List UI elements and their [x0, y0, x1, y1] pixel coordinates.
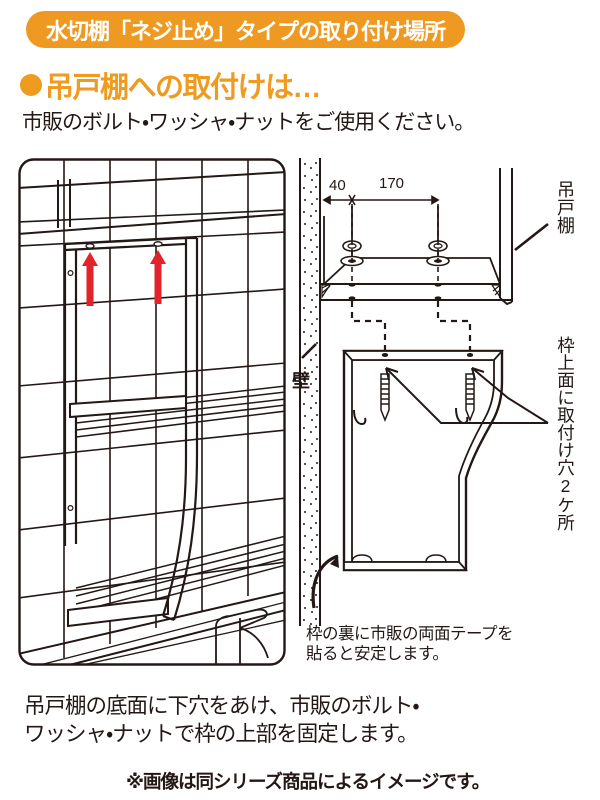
tape-note-line2: 貼ると安定します。	[306, 645, 449, 664]
filled-circle-bullet-icon	[20, 74, 42, 96]
tape-arrow	[311, 554, 339, 609]
hole-leader-lines	[385, 367, 549, 424]
red-arrow-right	[150, 250, 166, 304]
kitchen-shelf-illustration	[18, 158, 286, 666]
wall-section	[299, 158, 321, 626]
header-pill-title: 水切棚「ネジ止め」タイプの取り付け場所	[26, 11, 466, 48]
label-wall: 壁	[290, 371, 310, 389]
label-cupboard: 吊戸棚	[555, 180, 575, 234]
footer-caption: 吊戸棚の底面に下穴をあけ、市販のボルト・ ワッシャ・ナットで枠の上部を固定します…	[24, 692, 420, 749]
tape-note: 枠の裏に市販の両面テープを 貼ると安定します。	[306, 624, 514, 664]
illustration-border	[18, 158, 286, 666]
section-heading-label: 吊戸棚への取付けは…	[45, 72, 322, 104]
footer-caption-line2: ワッシャ・ナットで枠の上部を固定します。	[24, 722, 419, 747]
section-subtitle: 市販のボルト・ワッシャ・ナットをご使用ください。	[22, 111, 475, 134]
section-heading: 吊戸棚への取付けは…	[20, 64, 322, 106]
screw-left	[380, 373, 390, 423]
dimension-40: 40	[329, 177, 346, 194]
cupboard-mounting-diagram	[319, 168, 549, 306]
screw-right	[465, 373, 475, 423]
header-pill-label: 水切棚「ネジ止め」タイプの取り付け場所	[46, 18, 446, 44]
dimension-line	[322, 194, 440, 206]
hook-left	[353, 409, 367, 426]
footer-note: ※画像は同シリーズ商品によるイメージです。	[126, 771, 490, 792]
red-arrow-left	[82, 252, 98, 306]
cupboard-leader-line	[514, 222, 549, 252]
wall-leader-line	[301, 343, 317, 359]
technical-drawings: 40 170	[299, 158, 549, 626]
label-mounting-holes: 枠上面に取付け穴2ケ所	[555, 336, 576, 531]
dashed-connectors	[350, 301, 472, 350]
footer-caption-line1: 吊戸棚の底面に下穴をあけ、市販のボルト・	[24, 694, 420, 718]
tape-note-line1: 枠の裏に市販の両面テープを	[306, 625, 514, 643]
frame-front-view	[311, 349, 549, 609]
tape-arrow-head	[330, 556, 339, 568]
dimension-170: 170	[379, 175, 404, 192]
